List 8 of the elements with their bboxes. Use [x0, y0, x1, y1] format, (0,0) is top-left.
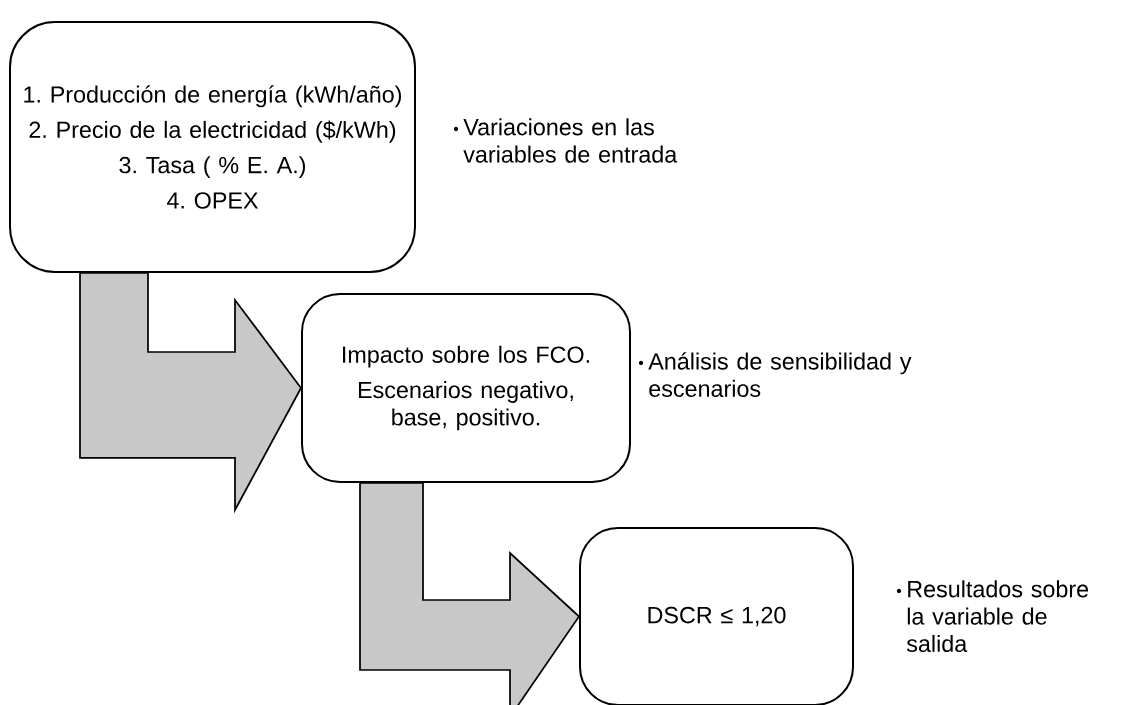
note-text: Resultados sobre la variable de salida [906, 580, 1089, 653]
note-text: Variaciones en las variables de entrada [463, 118, 678, 163]
process-box: 1. Producción de energía (kWh/año) 2. Precio de la electricidad ($/kWh) 3. Tasa ( % E. A.) 4. OPEX [9, 21, 416, 273]
bent-arrow [79, 272, 303, 514]
note-text: Análisis de sensibilidad y escenarios [648, 352, 912, 397]
process-box: DSCR ≤ 1,20 [579, 527, 854, 705]
bent-arrow [359, 482, 581, 705]
process-box: Impacto sobre los FCO. Escenarios negativo, base, positivo. [301, 293, 631, 483]
